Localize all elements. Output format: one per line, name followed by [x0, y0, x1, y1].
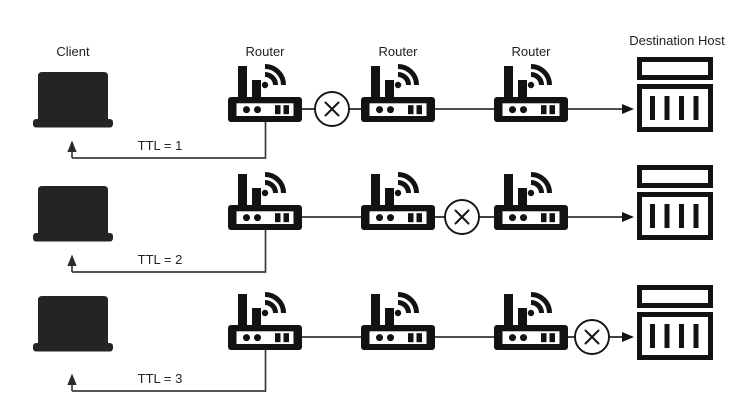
server-icon: [640, 288, 711, 358]
up-arrow-icon: [67, 140, 77, 152]
ttl-label: TTL = 2: [138, 252, 183, 267]
server-icon: [640, 168, 711, 238]
destination-host-column-label: Destination Host: [629, 33, 725, 48]
hop-row-2: TTL = 2: [33, 168, 711, 273]
router-icon: [494, 294, 568, 350]
ttl-label: TTL = 3: [138, 371, 183, 386]
right-arrow-icon: [608, 332, 634, 342]
hop-row-1: TTL = 1: [33, 60, 711, 159]
right-arrow-icon: [568, 104, 634, 114]
ttl-return-path: [67, 230, 267, 273]
packet-drop-x-icon: [574, 319, 610, 355]
router-icon: [361, 174, 435, 230]
ttl-return-path: [67, 350, 267, 392]
ttl-return-path: [67, 122, 267, 159]
laptop-icon: [33, 72, 113, 128]
client-column-label: Client: [56, 44, 90, 59]
up-arrow-icon: [67, 373, 77, 385]
laptop-icon: [33, 186, 113, 242]
ttl-label: TTL = 1: [138, 138, 183, 153]
up-arrow-icon: [67, 254, 77, 266]
hop-row-3: TTL = 3: [33, 288, 711, 392]
router-icon: [228, 174, 302, 230]
router-icon: [361, 294, 435, 350]
router-icon: [494, 174, 568, 230]
router-1-column-label: Router: [245, 44, 285, 59]
laptop-icon: [33, 296, 113, 352]
router-2-column-label: Router: [378, 44, 418, 59]
router-icon: [228, 294, 302, 350]
router-icon: [494, 66, 568, 122]
server-icon: [640, 60, 711, 130]
router-icon: [361, 66, 435, 122]
right-arrow-icon: [568, 212, 634, 222]
packet-drop-x-icon: [314, 91, 350, 127]
router-3-column-label: Router: [511, 44, 551, 59]
router-icon: [228, 66, 302, 122]
packet-drop-x-icon: [444, 199, 480, 235]
